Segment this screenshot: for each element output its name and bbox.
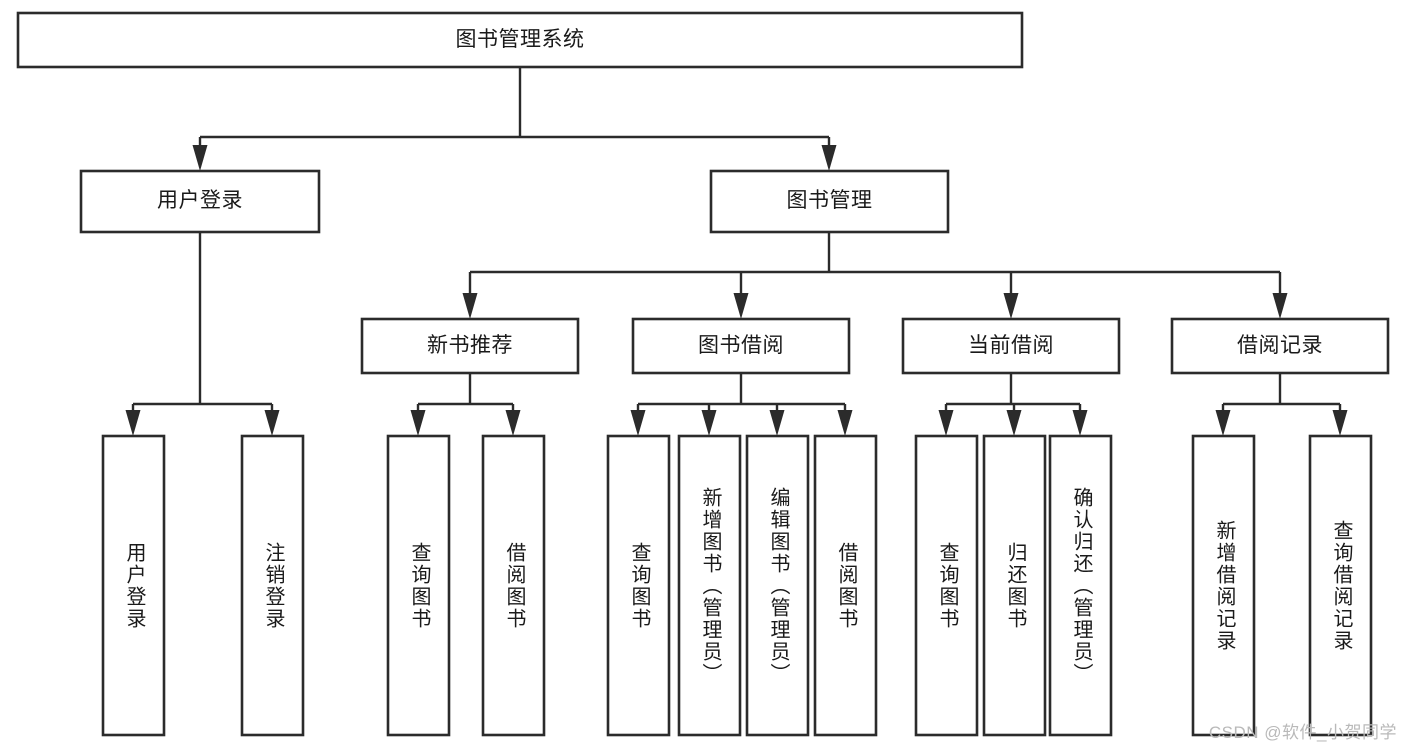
arrow-head-borrow-records-0 bbox=[1215, 410, 1231, 436]
arrow-head-book-borrow-3 bbox=[837, 410, 853, 436]
node-box-current-borrow[interactable] bbox=[901, 317, 1121, 375]
node-box-leaf-query-borrow-record[interactable] bbox=[1308, 434, 1373, 737]
arrow-head-current-borrow-0 bbox=[938, 410, 954, 436]
node-box-user-login[interactable] bbox=[79, 169, 321, 234]
node-box-leaf-query-book-borrow[interactable] bbox=[606, 434, 671, 737]
arrow-head-new-book-0 bbox=[410, 410, 426, 436]
node-box-leaf-edit-book-admin[interactable] bbox=[745, 434, 810, 737]
arrow-head-root-1 bbox=[821, 145, 837, 171]
arrow-head-root-0 bbox=[192, 145, 208, 171]
node-box-leaf-borrow-book-rec[interactable] bbox=[481, 434, 546, 737]
arrow-head-book-mgmt-1 bbox=[733, 293, 749, 319]
arrow-head-user-login-0 bbox=[125, 410, 141, 436]
arrow-head-book-mgmt-0 bbox=[462, 293, 478, 319]
arrow-head-user-login-1 bbox=[264, 410, 280, 436]
node-box-leaf-query-book-current[interactable] bbox=[914, 434, 979, 737]
arrow-head-book-borrow-2 bbox=[769, 410, 785, 436]
arrow-head-current-borrow-2 bbox=[1072, 410, 1088, 436]
node-box-leaf-query-book-rec[interactable] bbox=[386, 434, 451, 737]
node-box-root[interactable] bbox=[16, 11, 1024, 69]
arrow-head-new-book-1 bbox=[505, 410, 521, 436]
node-box-borrow-records[interactable] bbox=[1170, 317, 1390, 375]
arrow-head-borrow-records-1 bbox=[1332, 410, 1348, 436]
node-box-leaf-borrow-book[interactable] bbox=[813, 434, 878, 737]
node-box-new-book-recommend[interactable] bbox=[360, 317, 580, 375]
node-box-leaf-confirm-return-admin[interactable] bbox=[1048, 434, 1113, 737]
arrow-head-book-mgmt-3 bbox=[1272, 293, 1288, 319]
node-box-leaf-return-book[interactable] bbox=[982, 434, 1047, 737]
arrow-head-book-mgmt-2 bbox=[1003, 293, 1019, 319]
node-box-leaf-user-login[interactable] bbox=[101, 434, 166, 737]
node-rectangles-layer bbox=[16, 11, 1390, 737]
connectors-layer bbox=[125, 67, 1348, 436]
node-box-book-borrow[interactable] bbox=[631, 317, 851, 375]
node-box-leaf-add-book-admin[interactable] bbox=[677, 434, 742, 737]
arrow-head-book-borrow-1 bbox=[701, 410, 717, 436]
arrow-head-current-borrow-1 bbox=[1006, 410, 1022, 436]
arrow-head-book-borrow-0 bbox=[630, 410, 646, 436]
node-box-leaf-add-borrow-record[interactable] bbox=[1191, 434, 1256, 737]
csdn-watermark: CSDN @软件_小贺同学 bbox=[1208, 723, 1397, 742]
node-box-book-management[interactable] bbox=[709, 169, 950, 234]
node-box-leaf-logout[interactable] bbox=[240, 434, 305, 737]
